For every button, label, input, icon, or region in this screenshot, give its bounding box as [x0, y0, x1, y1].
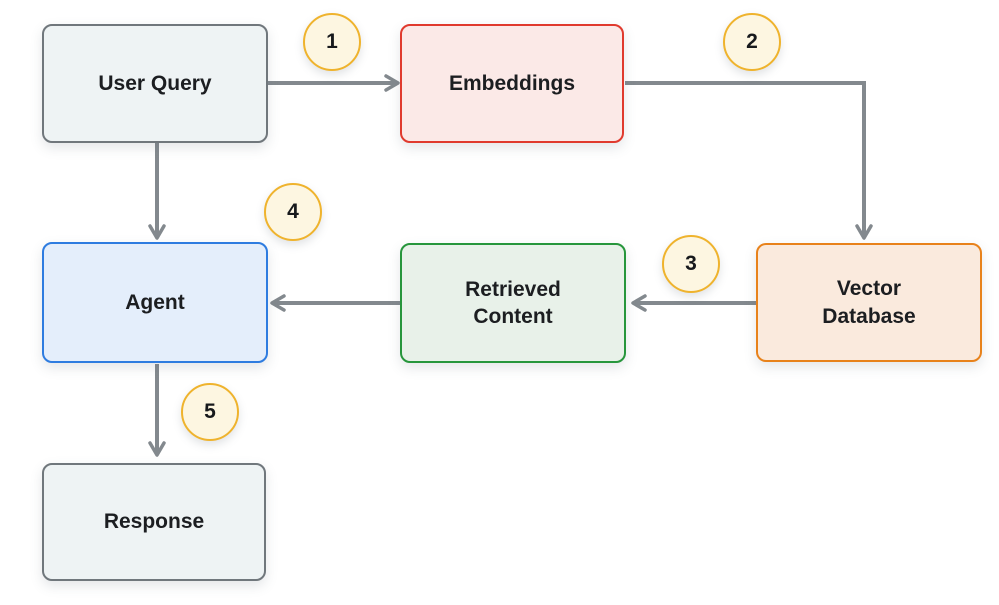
step-badge-3: 3	[662, 235, 720, 293]
node-retrieved-content: Retrieved Content	[400, 243, 626, 363]
node-user-query-label: User Query	[98, 71, 212, 95]
step-badge-2-number: 2	[746, 30, 758, 53]
step-badge-5: 5	[181, 383, 239, 441]
node-agent: Agent	[42, 242, 268, 363]
node-user-query: User Query	[42, 24, 268, 143]
step-badge-2: 2	[723, 13, 781, 71]
step-badge-4: 4	[264, 183, 322, 241]
step-badge-5-number: 5	[204, 400, 216, 423]
node-response: Response	[42, 463, 266, 581]
node-embeddings: Embeddings	[400, 24, 624, 143]
node-retrieved-content-label: Retrieved Content	[465, 277, 561, 328]
node-embeddings-label: Embeddings	[448, 71, 575, 95]
step-badge-1-number: 1	[326, 30, 338, 53]
node-vector-database: Vector Database	[756, 243, 982, 362]
step-badge-4-number: 4	[287, 200, 299, 223]
node-response-label: Response	[103, 510, 205, 534]
edge-embeddings-to-vector-database	[625, 81, 873, 240]
step-badge-1: 1	[303, 13, 361, 71]
node-vector-database-label: Vector Database	[822, 277, 916, 328]
step-badge-3-number: 3	[685, 252, 697, 275]
node-agent-label: Agent	[125, 290, 185, 314]
